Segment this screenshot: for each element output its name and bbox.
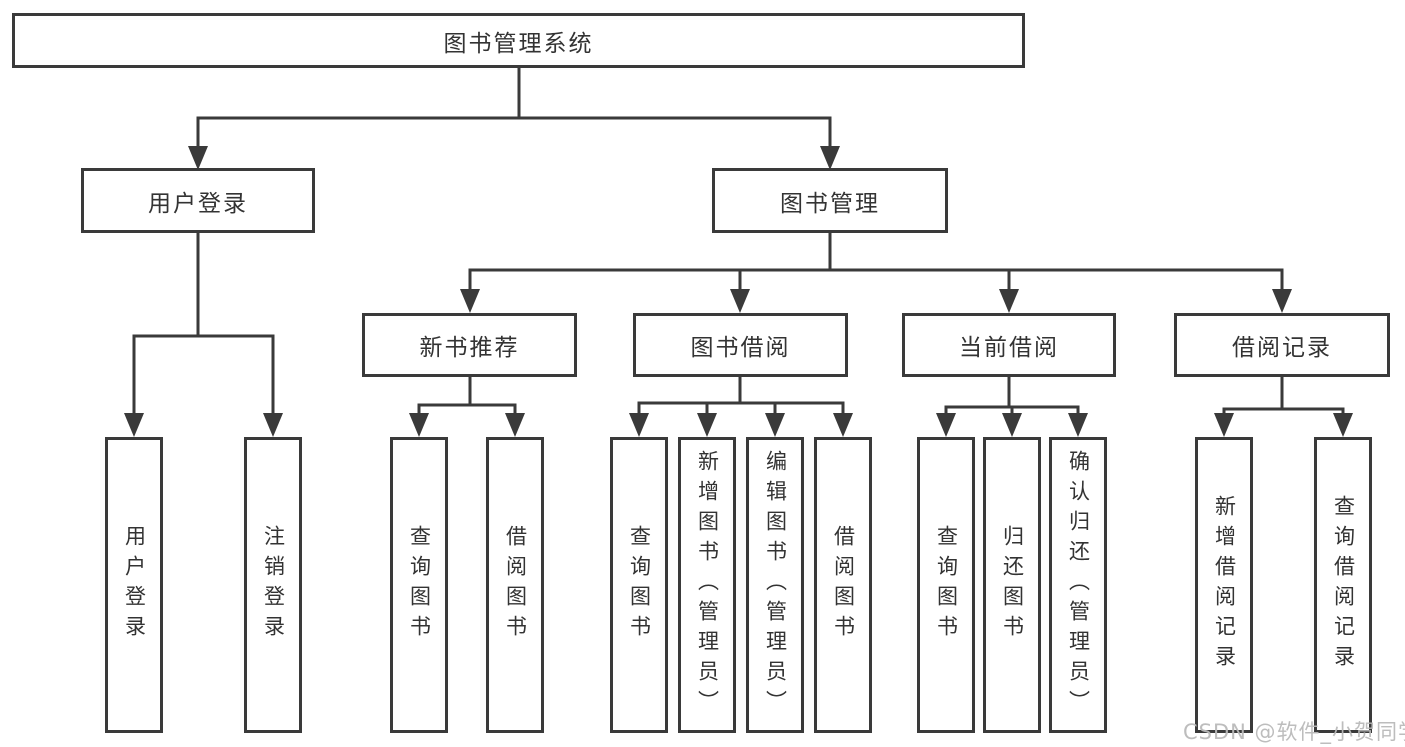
leaf-borrowing-add-book-admin: 新增图书（管理员）: [678, 437, 736, 733]
leaf-recommend-query-book: 查询图书: [390, 437, 448, 733]
leaf-recommend-borrow-book: 借阅图书: [486, 437, 544, 733]
leaf-records-query-record: 查询借阅记录: [1314, 437, 1372, 733]
leaf-borrowing-query-book: 查询图书: [610, 437, 668, 733]
leaf-current-query-book: 查询图书: [917, 437, 975, 733]
leaf-user-login: 用户登录: [105, 437, 163, 733]
leaf-borrowing-borrow-book: 借阅图书: [814, 437, 872, 733]
node-new-book-recommendation: 新书推荐: [362, 313, 577, 377]
node-borrowing-records: 借阅记录: [1174, 313, 1390, 377]
arrowhead-group: [124, 146, 1353, 437]
leaf-borrowing-edit-book-admin: 编辑图书（管理员）: [746, 437, 804, 733]
leaf-records-add-record: 新增借阅记录: [1195, 437, 1253, 733]
leaf-current-confirm-return-admin: 确认归还（管理员）: [1049, 437, 1107, 733]
node-library-system: 图书管理系统: [12, 13, 1025, 68]
csdn-watermark: CSDN @软件_小贺同学: [1183, 720, 1405, 744]
leaf-current-return-book: 归还图书: [983, 437, 1041, 733]
node-book-borrowing: 图书借阅: [633, 313, 848, 377]
node-book-management: 图书管理: [712, 168, 948, 233]
leaf-logout: 注销登录: [244, 437, 302, 733]
node-user-login: 用户登录: [81, 168, 315, 233]
node-current-borrowing: 当前借阅: [902, 313, 1116, 377]
